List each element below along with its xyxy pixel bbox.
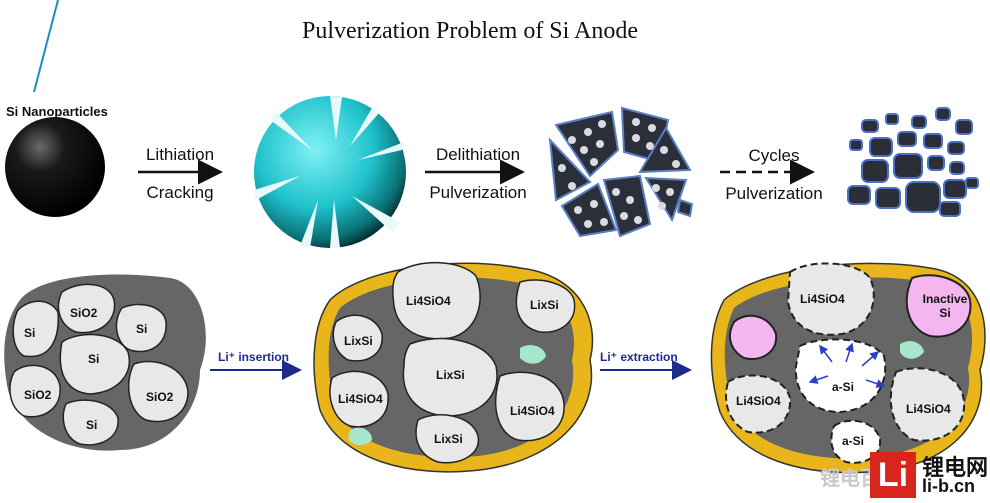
site-url: li-b.cn	[922, 476, 975, 496]
particle-label: SiO2	[24, 388, 52, 402]
particle-label: SiO2	[146, 390, 174, 404]
particle-label: Li4SiO4	[736, 394, 781, 408]
particle-label: a-Si	[842, 434, 865, 448]
expansion-arrows	[808, 342, 886, 388]
particle-label: SiO2	[70, 306, 98, 320]
particle-label: Li4SiO4	[510, 404, 555, 418]
site-logo: Li	[870, 452, 916, 498]
delithiation-label: Delithiation	[435, 145, 521, 164]
site-name: 锂电网	[922, 455, 989, 480]
inactive-si-label: Inactive Si	[922, 292, 968, 320]
initial-particle-cluster	[4, 274, 206, 451]
li-extraction-label: Li⁺ extraction	[600, 350, 678, 364]
page-title: Pulverization Problem of Si Anode	[302, 18, 638, 44]
particle-label: Li4SiO4	[800, 292, 845, 306]
particle-label: Si	[88, 352, 100, 366]
particle-label: a-Si	[832, 380, 855, 394]
fine-pulverized-particles	[847, 107, 979, 217]
si-nanoparticles-label: Si Nanoparticles	[6, 104, 108, 119]
pulverization-label-2: Pulverization	[725, 184, 823, 203]
pulverization-label-1: Pulverization	[429, 183, 527, 202]
particle-label: LixSi	[436, 368, 465, 382]
cracking-label: Cracking	[146, 183, 214, 202]
particle-label: Si	[86, 418, 98, 432]
delithiated-particle-cluster	[710, 262, 986, 474]
particle-label: Si	[136, 322, 148, 336]
decorative-line	[33, 0, 59, 93]
lithiated-particle-cluster	[313, 262, 594, 473]
particle-label: Si	[24, 326, 36, 340]
particle-label: LixSi	[344, 334, 373, 348]
particle-label: Li4SiO4	[338, 392, 383, 406]
si-nanoparticle-sphere	[5, 117, 105, 217]
fragment-dots	[558, 118, 680, 228]
particle-label: Li4SiO4	[906, 402, 951, 416]
particle-label: LixSi	[530, 298, 559, 312]
cycles-label: Cycles	[748, 146, 800, 165]
cracked-lithiated-sphere	[254, 96, 406, 248]
li-insertion-label: Li⁺ insertion	[218, 350, 290, 364]
particle-label: LixSi	[434, 432, 463, 446]
lithiation-label: Lithiation	[145, 145, 215, 164]
particle-label: Li4SiO4	[406, 294, 451, 308]
